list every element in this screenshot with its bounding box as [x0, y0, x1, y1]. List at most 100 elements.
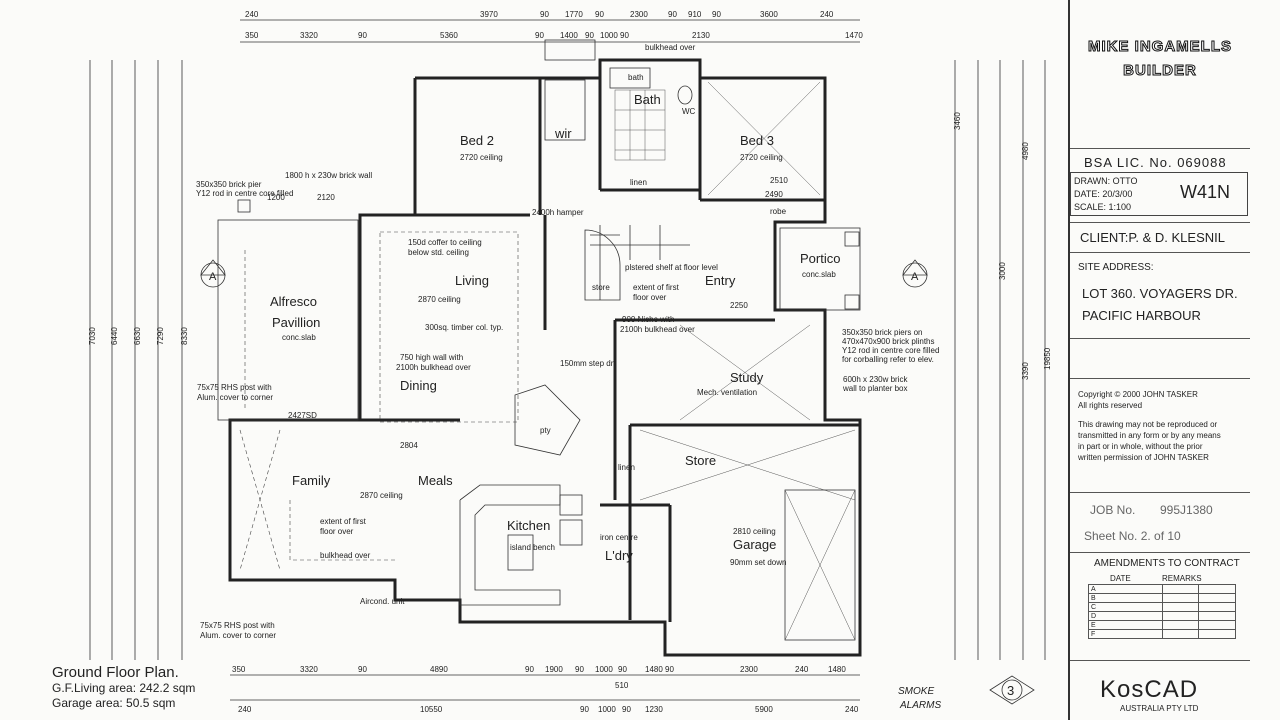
dim-left-outer: 7030 — [88, 327, 97, 345]
copyright-5: in part or in whole, without the prior — [1078, 442, 1203, 451]
note-high-wall: 750 high wall with — [400, 353, 463, 362]
dim-top-6: 2300 — [630, 10, 648, 19]
amend-row: A — [1088, 584, 1236, 594]
builder-name: MIKE INGAMELLS — [1088, 38, 1232, 56]
dim-left-d: 8330 — [180, 327, 189, 345]
room-wc: WC — [682, 107, 696, 116]
note-high-wall2: 2100h bulkhead over — [396, 363, 471, 372]
sheet-number: Sheet No. 2. of 10 — [1084, 529, 1181, 543]
note-brick-pier: 350x350 brick pier — [196, 180, 262, 189]
room-meals: Meals — [418, 473, 453, 488]
living-ceiling: 2870 ceiling — [418, 295, 461, 304]
garage-setdown: 90mm set down — [730, 558, 786, 567]
amendments-title: AMENDMENTS TO CONTRACT — [1094, 558, 1240, 569]
note-post2: 75x75 RHS post with — [200, 621, 275, 630]
dim-bot-3: 90 — [358, 665, 367, 674]
dim-int-3: 2250 — [730, 301, 748, 310]
staircase — [584, 225, 690, 301]
dim-top2-6: 1400 — [560, 31, 578, 40]
job-label: JOB No. — [1090, 503, 1136, 517]
copyright-4: transmitted in any form or by any means — [1078, 431, 1221, 440]
plan-title: Ground Floor Plan. — [52, 664, 179, 681]
room-alfresco: Alfresco — [270, 294, 317, 309]
koscad-sub: AUSTRALIA PTY LTD — [1120, 704, 1199, 713]
room-store: Store — [685, 453, 716, 468]
note-mech: Mech. ventilation — [697, 388, 757, 397]
amend-date-header: DATE — [1110, 574, 1131, 583]
interior-walls — [360, 39, 860, 622]
dim-bot-13: 240 — [795, 665, 809, 674]
room-bed3: Bed 3 — [740, 133, 774, 148]
note-coffer: 150d coffer to ceiling — [408, 238, 482, 247]
dim-bot2-6: 1230 — [645, 705, 663, 714]
room-bed2: Bed 2 — [460, 133, 494, 148]
room-wir: wir — [554, 126, 572, 141]
diagonal-hatching — [239, 81, 856, 641]
alfresco-slab: conc.slab — [282, 333, 316, 342]
top-dimensions: 240 3970 90 1770 90 2300 90 910 90 3600 … — [245, 10, 863, 40]
note-niche: 900 Niche with — [622, 315, 674, 324]
drawn-by: DRAWN: OTTO — [1074, 176, 1138, 186]
copyright-2: All rights reserved — [1078, 401, 1143, 410]
room-kitchen: Kitchen — [507, 518, 550, 533]
note-brick-piers3: Y12 rod in centre core filled — [842, 346, 939, 355]
section-a-right: A — [911, 271, 919, 283]
dim-bot-11: 90 — [665, 665, 674, 674]
room-living: Living — [455, 273, 489, 288]
linen2-label: linen — [618, 463, 635, 472]
garage-area: Garage area: 50.5 sqm — [52, 696, 176, 710]
dashed-extents — [244, 231, 519, 561]
dim-bot-9: 90 — [618, 665, 627, 674]
room-portico: Portico — [800, 251, 840, 266]
dim-bot-mid: 510 — [615, 681, 629, 690]
dim-int-5: 1200 — [267, 193, 285, 202]
note-smoke: SMOKE — [898, 686, 934, 697]
dim-int-2: 2427SD — [288, 411, 317, 420]
dim-right-outer: 19850 — [1043, 347, 1052, 370]
note-smoke2: ALARMS — [899, 700, 941, 711]
title-block: MIKE INGAMELLS BUILDER BSA LIC. No. 0690… — [1068, 0, 1280, 720]
builder-title: BUILDER — [1123, 62, 1197, 80]
amend-row: F — [1088, 629, 1236, 639]
island-label: island bench — [510, 543, 555, 552]
amend-row-letter: B — [1088, 593, 1163, 603]
drawn-date: DATE: 20/3/00 — [1074, 189, 1133, 199]
amend-row-letter: C — [1088, 602, 1163, 612]
section-a-left: A — [209, 271, 217, 283]
dim-top-5: 90 — [595, 10, 604, 19]
room-pavillion: Pavillion — [272, 315, 320, 330]
amend-row: E — [1088, 620, 1236, 630]
dim-bot-6: 1900 — [545, 665, 563, 674]
note-post2b: Alum. cover to corner — [200, 631, 276, 640]
copyright-3: This drawing may not be reproduced or — [1078, 420, 1218, 429]
dim-bot2-7: 5900 — [755, 705, 773, 714]
plan-footer: Ground Floor Plan. G.F.Living area: 242.… — [52, 664, 195, 711]
dim-right-d: 3390 — [1021, 362, 1030, 380]
bath-fixtures — [544, 67, 693, 161]
dim-top2-4: 5360 — [440, 31, 458, 40]
dim-left-a: 6440 — [110, 327, 119, 345]
dim-right-b: 4980 — [1021, 142, 1030, 160]
dim-bot-14: 1480 — [828, 665, 846, 674]
dim-bot2-8: 240 — [845, 705, 859, 714]
note-post1: 75x75 RHS post with — [197, 383, 272, 392]
linen-label: linen — [630, 178, 647, 187]
dim-top2-8: 1000 — [600, 31, 618, 40]
dim-int-4: 2120 — [317, 193, 335, 202]
garage-ceiling: 2810 ceiling — [733, 527, 776, 536]
bed2-ceiling: 2720 ceiling — [460, 153, 503, 162]
note-niche2: 2100h bulkhead over — [620, 325, 695, 334]
dim-top-8: 910 — [688, 10, 702, 19]
dim-top-10: 3600 — [760, 10, 778, 19]
note-iron-centre: iron centre — [600, 533, 638, 542]
room-study: Study — [730, 370, 764, 385]
room-dining: Dining — [400, 378, 437, 393]
amendments-table: A B C D E F — [1088, 584, 1236, 639]
koscad-logo: KosCAD — [1100, 676, 1199, 703]
note-hamper: 2400h hamper — [532, 208, 584, 217]
sheet-marker-3: 3 — [1007, 683, 1014, 698]
note-step-dn: 150mm step dn — [560, 359, 615, 368]
dim-top-4: 1770 — [565, 10, 583, 19]
dim-right-c: 3000 — [998, 262, 1007, 280]
note-bulkhead-top: bulkhead over — [645, 43, 696, 52]
